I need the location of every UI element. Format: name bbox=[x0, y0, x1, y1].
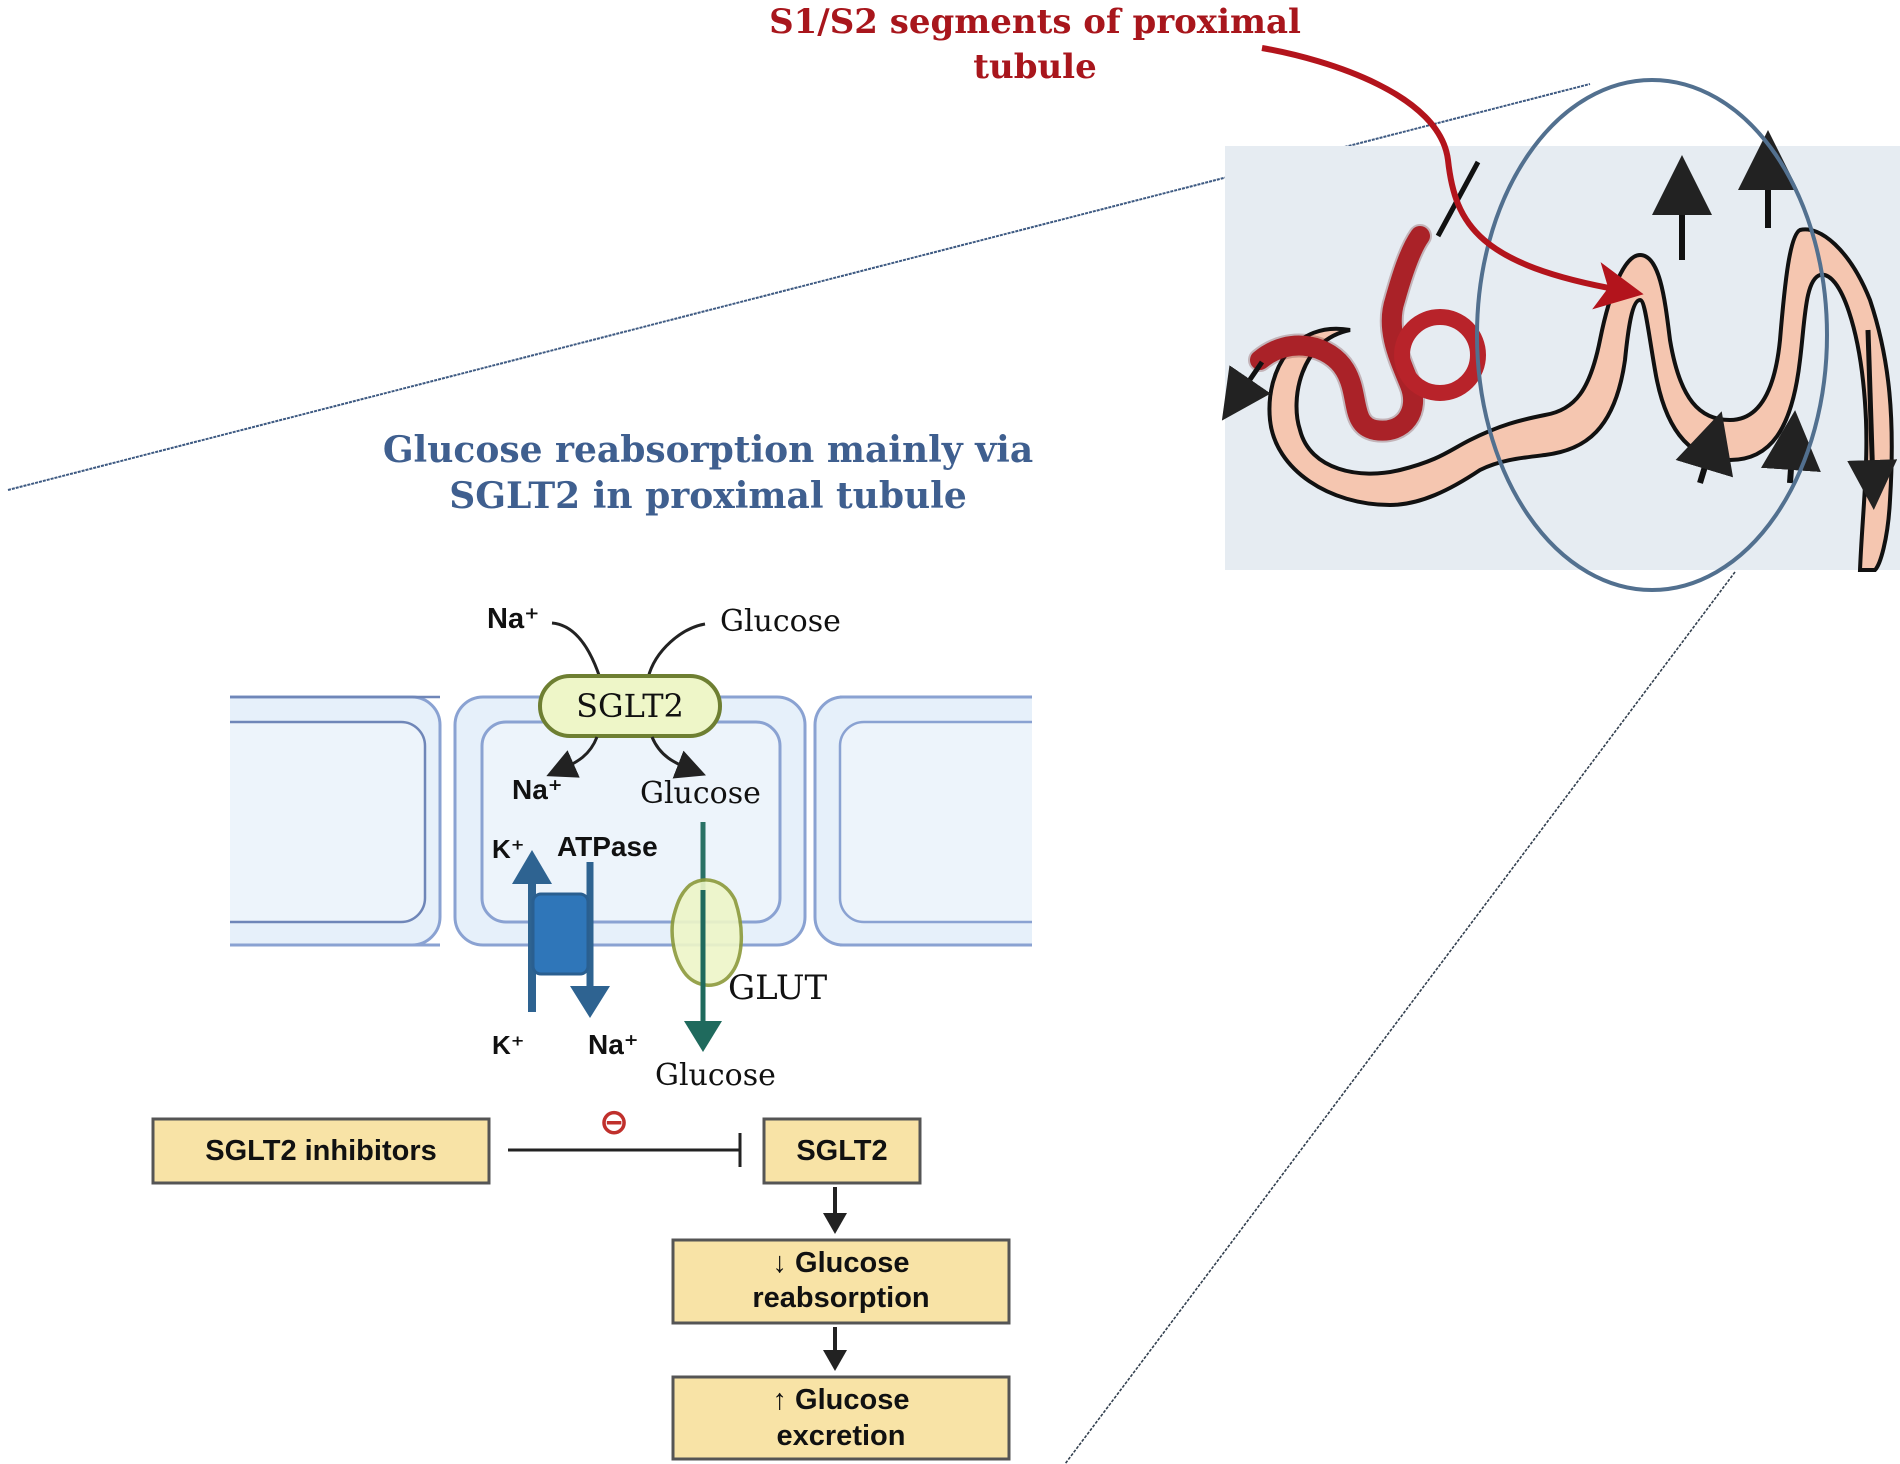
flow-arrow-2-head bbox=[823, 1350, 847, 1371]
nephron-panel bbox=[1221, 78, 1900, 592]
callout-label-line1: S1/S2 segments of proximal bbox=[769, 2, 1301, 42]
na-in-label: Na⁺ bbox=[487, 603, 539, 635]
atpase-pump bbox=[531, 892, 590, 976]
flow-arrow-down bbox=[1847, 329, 1898, 510]
na-out-arrow bbox=[546, 736, 599, 778]
excretion-box-line1: ↑ Glucose bbox=[773, 1384, 910, 1416]
afferent-arrow bbox=[1221, 360, 1271, 421]
inhibition-symbol: ⊖ bbox=[599, 1101, 629, 1142]
mechanism-flowchart: SGLT2 inhibitors ⊖ SGLT2 ↓ Glucose reabs… bbox=[151, 1101, 1011, 1461]
callout-label-line2: tubule bbox=[973, 47, 1096, 87]
title-line2: SGLT2 in proximal tubule bbox=[449, 475, 967, 517]
sglt2-transporter bbox=[538, 674, 722, 738]
sglt2-box bbox=[762, 1117, 922, 1185]
excretion-box bbox=[671, 1375, 1011, 1461]
zoom-connector-bottom bbox=[1064, 571, 1736, 1464]
na-out-label: Na⁺ bbox=[512, 774, 563, 805]
inhibitor-box bbox=[151, 1117, 491, 1185]
glucose-out-label: Glucose bbox=[640, 776, 761, 811]
na-in-curve bbox=[551, 621, 602, 679]
k-bottom-label: K⁺ bbox=[492, 1030, 525, 1060]
reabsorption-box-line2: reabsorption bbox=[752, 1282, 929, 1314]
title-line1: Glucose reabsorption mainly via bbox=[383, 429, 1033, 471]
callout-arrow bbox=[1261, 45, 1644, 310]
flow-arrow-up-3 bbox=[1675, 411, 1734, 484]
excretion-box-line2: excretion bbox=[777, 1420, 906, 1452]
inhibitor-box-label: SGLT2 inhibitors bbox=[205, 1135, 436, 1167]
flow-arrow-up-4 bbox=[1760, 410, 1821, 484]
glomerulus bbox=[1250, 226, 1430, 441]
glucose-in-label: Glucose bbox=[720, 604, 841, 639]
sglt2-transporter-label: SGLT2 bbox=[576, 687, 684, 725]
cell-left-inner bbox=[198, 720, 427, 924]
na-bottom-label: Na⁺ bbox=[588, 1029, 639, 1060]
glucose-in-curve bbox=[646, 622, 706, 679]
reabsorption-box-line1: ↓ Glucose bbox=[773, 1247, 910, 1279]
reabsorption-box bbox=[671, 1238, 1011, 1325]
glomerulus-outline bbox=[1248, 224, 1432, 443]
atpase-label: ATPase bbox=[557, 831, 658, 862]
k-in-arrowhead bbox=[512, 850, 552, 884]
cell-center-inner bbox=[480, 720, 782, 924]
glut-label: GLUT bbox=[728, 968, 828, 1008]
flow-arrow-1-head bbox=[823, 1213, 847, 1234]
na-out-arrowhead bbox=[570, 986, 610, 1018]
proximal-tubule bbox=[1267, 227, 1894, 572]
cell-clip-left bbox=[160, 690, 230, 950]
cell-clip-right bbox=[1032, 690, 1122, 950]
glucose-bottom-label: Glucose bbox=[655, 1058, 776, 1093]
sglt2-box-label: SGLT2 bbox=[796, 1135, 887, 1167]
glut-transporter bbox=[670, 878, 744, 987]
glucose-out-arrow bbox=[650, 736, 706, 779]
glucose-exit-arrowhead bbox=[684, 1021, 722, 1052]
zoom-ellipse bbox=[1475, 78, 1829, 592]
k-top-label: K⁺ bbox=[492, 834, 525, 864]
